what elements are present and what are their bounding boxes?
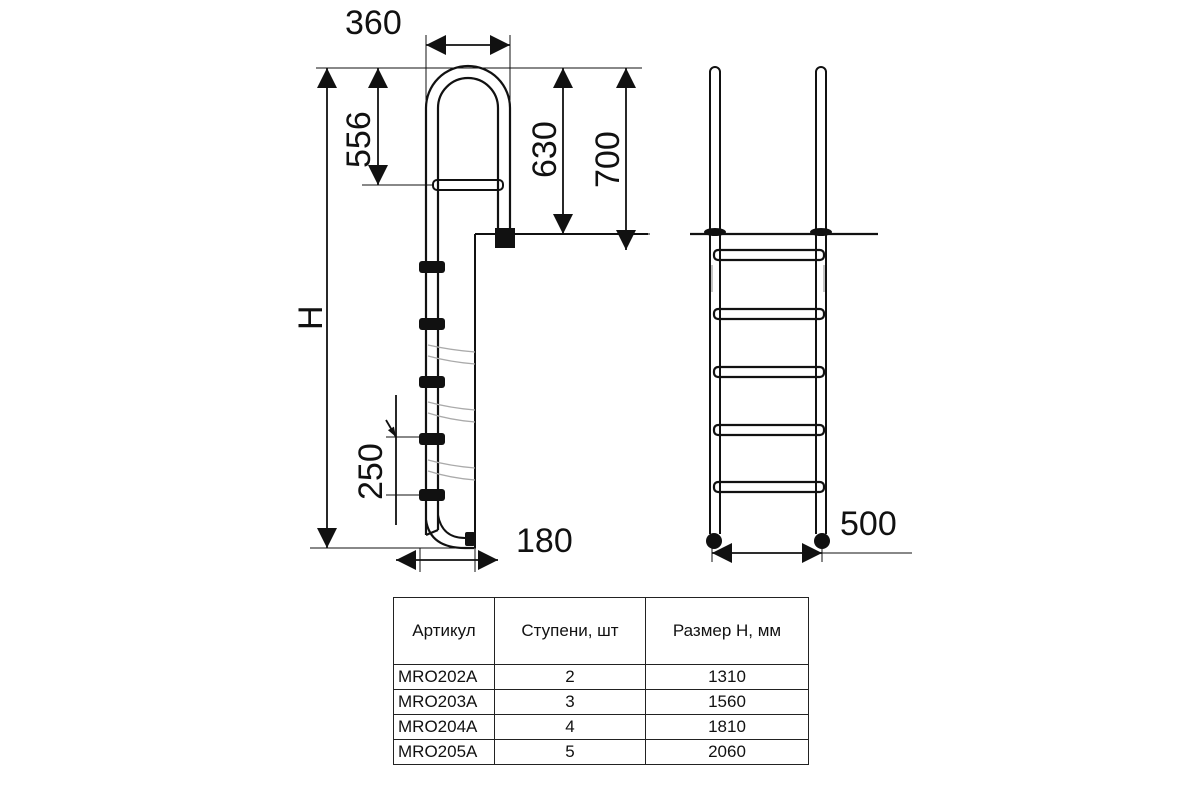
handrail-grip: [432, 179, 504, 191]
front-feet: [706, 533, 830, 549]
table-row: MRO205A 5 2060: [393, 739, 809, 765]
specs-table: Артикул Ступени, шт Размер H, мм MRO202A…: [393, 597, 809, 765]
step-clamps: [419, 261, 445, 501]
cell-size-h: 1810: [645, 714, 809, 740]
cell-article: MRO203A: [393, 689, 495, 715]
side-steps: [427, 344, 476, 481]
cell-steps: 2: [494, 664, 646, 690]
dimension-arrows: [317, 35, 822, 570]
table-header-row: Артикул Ступени, шт Размер H, мм: [393, 597, 809, 665]
table-row: MRO202A 2 1310: [393, 664, 809, 690]
dim-h-label: H: [292, 305, 330, 330]
front-rail-right: [815, 66, 827, 534]
cell-size-h: 1310: [645, 664, 809, 690]
header-size-h: Размер H, мм: [645, 597, 809, 665]
dim-500-label: 500: [840, 505, 897, 543]
cell-steps: 5: [494, 739, 646, 765]
header-article: Артикул: [393, 597, 495, 665]
pool-edge-line: [474, 233, 648, 548]
cell-size-h: 1560: [645, 689, 809, 715]
cell-article: MRO202A: [393, 664, 495, 690]
table-row: MRO203A 3 1560: [393, 689, 809, 715]
front-steps: [712, 248, 826, 494]
header-steps: Ступени, шт: [494, 597, 646, 665]
dim-556-label: 556: [340, 111, 378, 168]
handrail-loop: [424, 64, 512, 537]
dim-630-label: 630: [526, 121, 564, 178]
dim-360-label: 360: [345, 4, 402, 42]
cell-size-h: 2060: [645, 739, 809, 765]
dim-250-label: 250: [352, 443, 390, 500]
anchor-block: [495, 228, 515, 248]
front-view: [690, 66, 878, 549]
cell-steps: 3: [494, 689, 646, 715]
dim-180-label: 180: [516, 522, 573, 560]
front-rail-left: [709, 66, 721, 534]
dim-700-label: 700: [589, 131, 627, 188]
cell-article: MRO204A: [393, 714, 495, 740]
side-view: [419, 64, 648, 550]
table-row: MRO204A 4 1810: [393, 714, 809, 740]
cell-article: MRO205A: [393, 739, 495, 765]
cell-steps: 4: [494, 714, 646, 740]
